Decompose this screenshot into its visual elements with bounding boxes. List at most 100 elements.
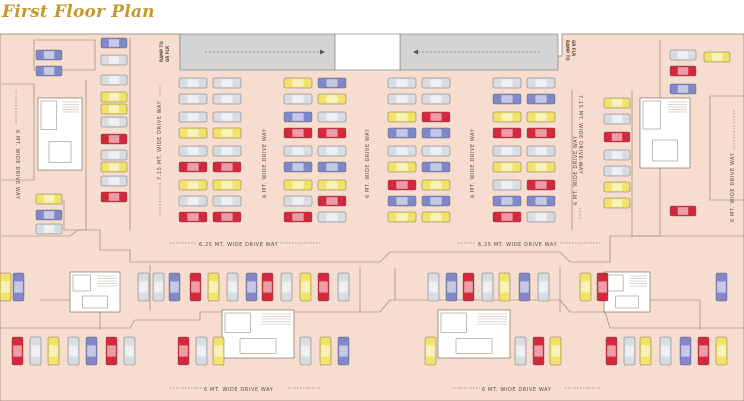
- parked-car: [526, 111, 556, 123]
- drive-bottom-right-label: 6 MT. WIDE DRIVE WAY: [482, 387, 552, 393]
- service-core: [221, 309, 295, 359]
- parked-car: [697, 336, 710, 366]
- parked-car: [212, 93, 242, 105]
- parking-cars: [0, 37, 731, 366]
- ramp-left-label-1: RAMP TO: [159, 41, 164, 62]
- parked-car: [35, 65, 63, 77]
- parked-car: [387, 77, 417, 89]
- parked-car: [669, 65, 697, 77]
- parked-car: [280, 272, 293, 302]
- ramp-right-label-1: RAMP TO: [565, 40, 570, 61]
- parked-car: [317, 127, 347, 139]
- parked-car: [226, 272, 239, 302]
- parked-car: [195, 336, 208, 366]
- service-core: [603, 271, 651, 313]
- parked-car: [421, 195, 451, 207]
- parked-car: [387, 145, 417, 157]
- drive-6-vert-d-label: 6 MT. WIDE DRIVE WAY: [573, 135, 579, 205]
- parked-car: [387, 179, 417, 191]
- parked-car: [35, 193, 63, 205]
- parked-car: [29, 336, 42, 366]
- parked-car: [427, 272, 440, 302]
- parked-car: [481, 272, 494, 302]
- parked-car: [492, 195, 522, 207]
- plan-title: First Floor Plan: [2, 2, 155, 22]
- parked-car: [100, 133, 128, 145]
- parked-car: [603, 181, 631, 193]
- parked-car: [283, 145, 313, 157]
- parked-car: [603, 131, 631, 143]
- parked-car: [387, 93, 417, 105]
- drive-6-vert-c-label: 6 MT. WIDE DRIVE WAY: [470, 128, 476, 198]
- parked-car: [261, 272, 274, 302]
- parked-car: [317, 272, 330, 302]
- parked-car: [445, 272, 458, 302]
- parked-car: [100, 149, 128, 161]
- parked-car: [387, 161, 417, 173]
- parked-car: [317, 195, 347, 207]
- parked-car: [421, 77, 451, 89]
- parked-car: [669, 83, 697, 95]
- parked-car: [605, 336, 618, 366]
- parked-car: [532, 336, 545, 366]
- parked-car: [178, 195, 208, 207]
- parked-car: [526, 145, 556, 157]
- parked-car: [492, 179, 522, 191]
- parked-car: [549, 336, 562, 366]
- service-core: [69, 271, 121, 313]
- parked-car: [100, 191, 128, 203]
- service-core: [37, 97, 83, 171]
- ramp-right-label-2: GR FLR: [571, 40, 576, 56]
- ramp-gap: [334, 33, 401, 71]
- parked-car: [152, 272, 165, 302]
- parked-car: [137, 272, 150, 302]
- parked-car: [212, 211, 242, 223]
- parked-car: [207, 272, 220, 302]
- parked-car: [498, 272, 511, 302]
- parked-car: [703, 51, 731, 63]
- parked-car: [579, 272, 592, 302]
- drive-bottom-left-label: 6 MT. WIDE DRIVE WAY: [204, 387, 274, 393]
- service-core: [437, 309, 511, 359]
- parked-car: [212, 77, 242, 89]
- parked-car: [603, 97, 631, 109]
- parked-car: [178, 145, 208, 157]
- parked-car: [317, 161, 347, 173]
- parked-car: [317, 77, 347, 89]
- drive-625-right-label: 6.25 MT. WIDE DRIVE WAY: [478, 242, 558, 248]
- parked-car: [421, 161, 451, 173]
- parked-car: [317, 111, 347, 123]
- parked-car: [123, 336, 136, 366]
- parked-car: [212, 161, 242, 173]
- parked-car: [168, 272, 181, 302]
- parked-car: [283, 111, 313, 123]
- parked-car: [659, 336, 672, 366]
- parked-car: [299, 336, 312, 366]
- ramp-right-arrow-head: [413, 49, 418, 55]
- drive-715-right-label: 7.15 MT. WIDE DRIVE WAY: [577, 95, 583, 175]
- parked-car: [212, 127, 242, 139]
- parked-car: [319, 336, 332, 366]
- parked-car: [100, 91, 128, 103]
- parked-car: [178, 93, 208, 105]
- parked-car: [424, 336, 437, 366]
- parked-car: [387, 195, 417, 207]
- parked-car: [317, 211, 347, 223]
- parked-car: [526, 161, 556, 173]
- parked-car: [212, 179, 242, 191]
- parked-car: [603, 113, 631, 125]
- parked-car: [67, 336, 80, 366]
- parked-car: [11, 336, 24, 366]
- parked-car: [283, 93, 313, 105]
- parked-car: [317, 145, 347, 157]
- drive-6-side-left-label: 6 MT. WIDE DRIVE WAY: [14, 130, 20, 200]
- parked-car: [283, 161, 313, 173]
- parked-car: [283, 127, 313, 139]
- ramp-left-arrow-head: [320, 49, 325, 55]
- parked-car: [387, 211, 417, 223]
- parked-car: [715, 272, 728, 302]
- parked-car: [35, 209, 63, 221]
- parked-car: [337, 336, 350, 366]
- drive-625-left-label: 6.25 MT. WIDE DRIVE WAY: [199, 242, 279, 248]
